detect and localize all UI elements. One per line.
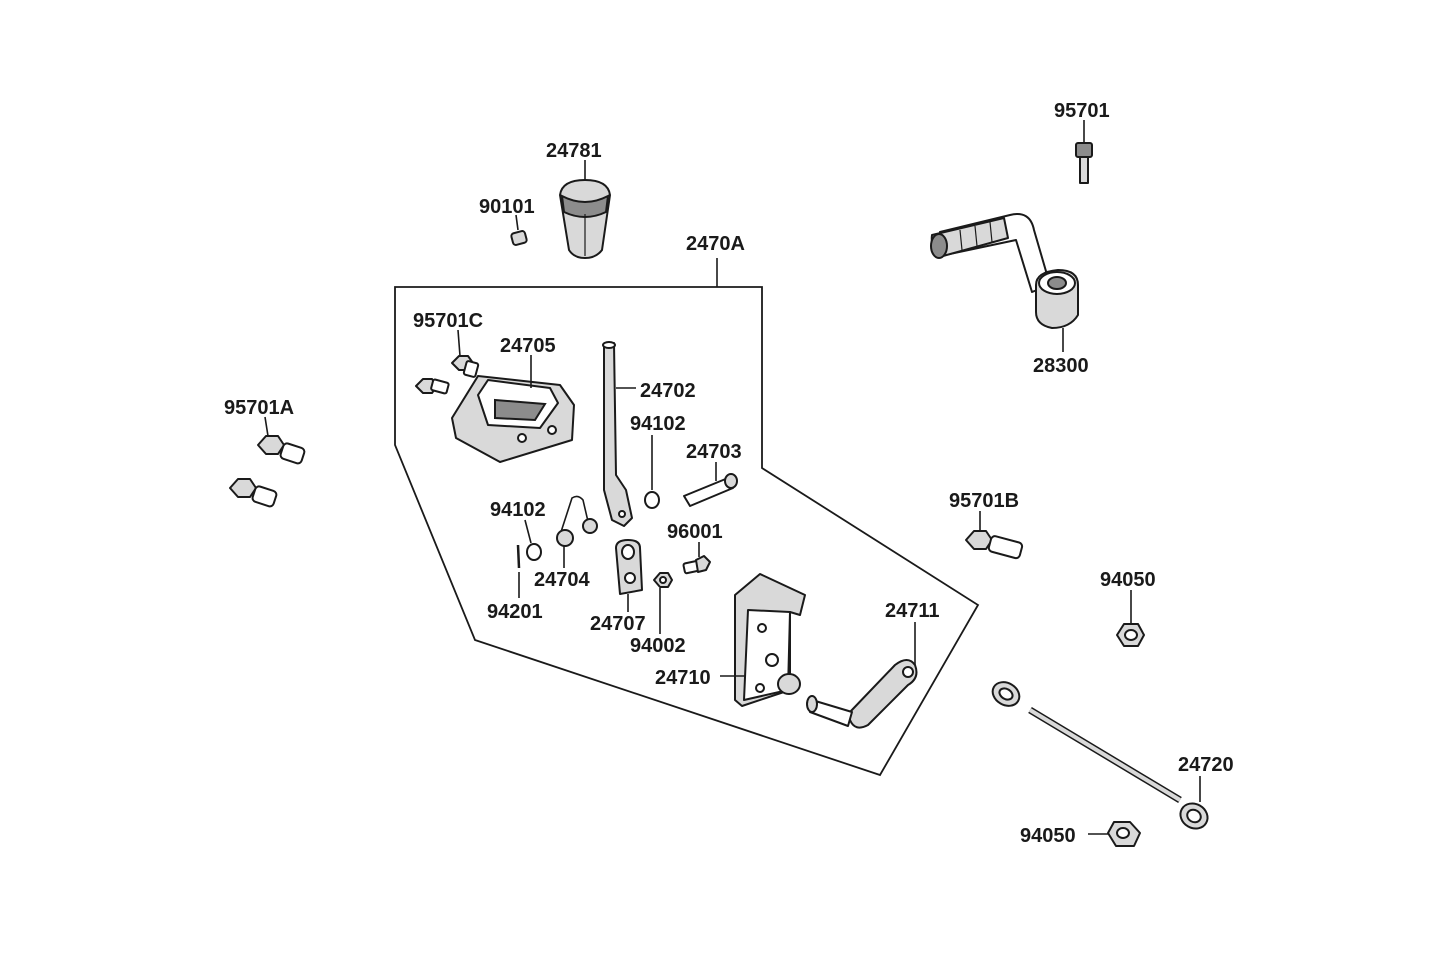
leader-90101 [515,214,519,231]
leader-95701A [264,416,269,437]
pin-24703 [683,473,738,507]
nut-94050-b [1107,821,1141,847]
shifter-housing-24705 [451,375,575,463]
cotter-pin-94201 [516,544,521,569]
shift-knob-24781 [559,179,611,259]
bracket-24710 [734,573,806,707]
label-24710: 24710 [655,667,711,689]
bolts-95701A [229,435,306,508]
label-24703: 24703 [686,441,742,463]
label-24705: 24705 [500,335,556,357]
label-94201: 94201 [487,601,543,623]
label-2470A: 2470A [686,233,745,255]
label-24720: 24720 [1178,754,1234,776]
label-94102-a: 94102 [630,413,686,435]
label-95701A: 95701A [224,397,294,419]
bolt-95701 [1075,142,1093,184]
bolt-95701B [965,530,1024,560]
washer-94102-a [644,491,660,509]
screw-90101 [510,230,528,246]
label-95701: 95701 [1054,100,1110,122]
label-95701C: 95701C [413,310,483,332]
label-24707: 24707 [590,613,646,635]
clevis-24707 [615,539,643,595]
link-arm-24711 [806,659,918,729]
label-94050-b: 94050 [1020,825,1076,847]
kick-lever-28300 [930,213,1079,329]
nut-94050-a [1116,623,1145,647]
label-24781: 24781 [546,140,602,162]
label-28300: 28300 [1033,355,1089,377]
tie-rod-24720 [991,681,1209,830]
label-24711: 24711 [885,600,940,622]
bolt-96001 [682,555,711,575]
leader-94102-b [524,519,532,544]
label-95701B: 95701B [949,490,1019,512]
label-96001: 96001 [667,521,723,543]
label-94102-b: 94102 [490,499,546,521]
leader-95701C [457,329,461,357]
assembly-frame [394,286,980,777]
label-90101: 90101 [479,196,535,218]
label-94002: 94002 [630,635,686,657]
bolts-95701C [415,355,480,395]
shift-rod-24702 [602,341,633,527]
label-94050-a: 94050 [1100,569,1156,591]
spring-24704 [556,495,598,547]
washer-94102-b [526,543,542,561]
label-24702: 24702 [640,380,696,402]
label-24704: 24704 [534,569,590,591]
nut-94002 [653,572,673,588]
